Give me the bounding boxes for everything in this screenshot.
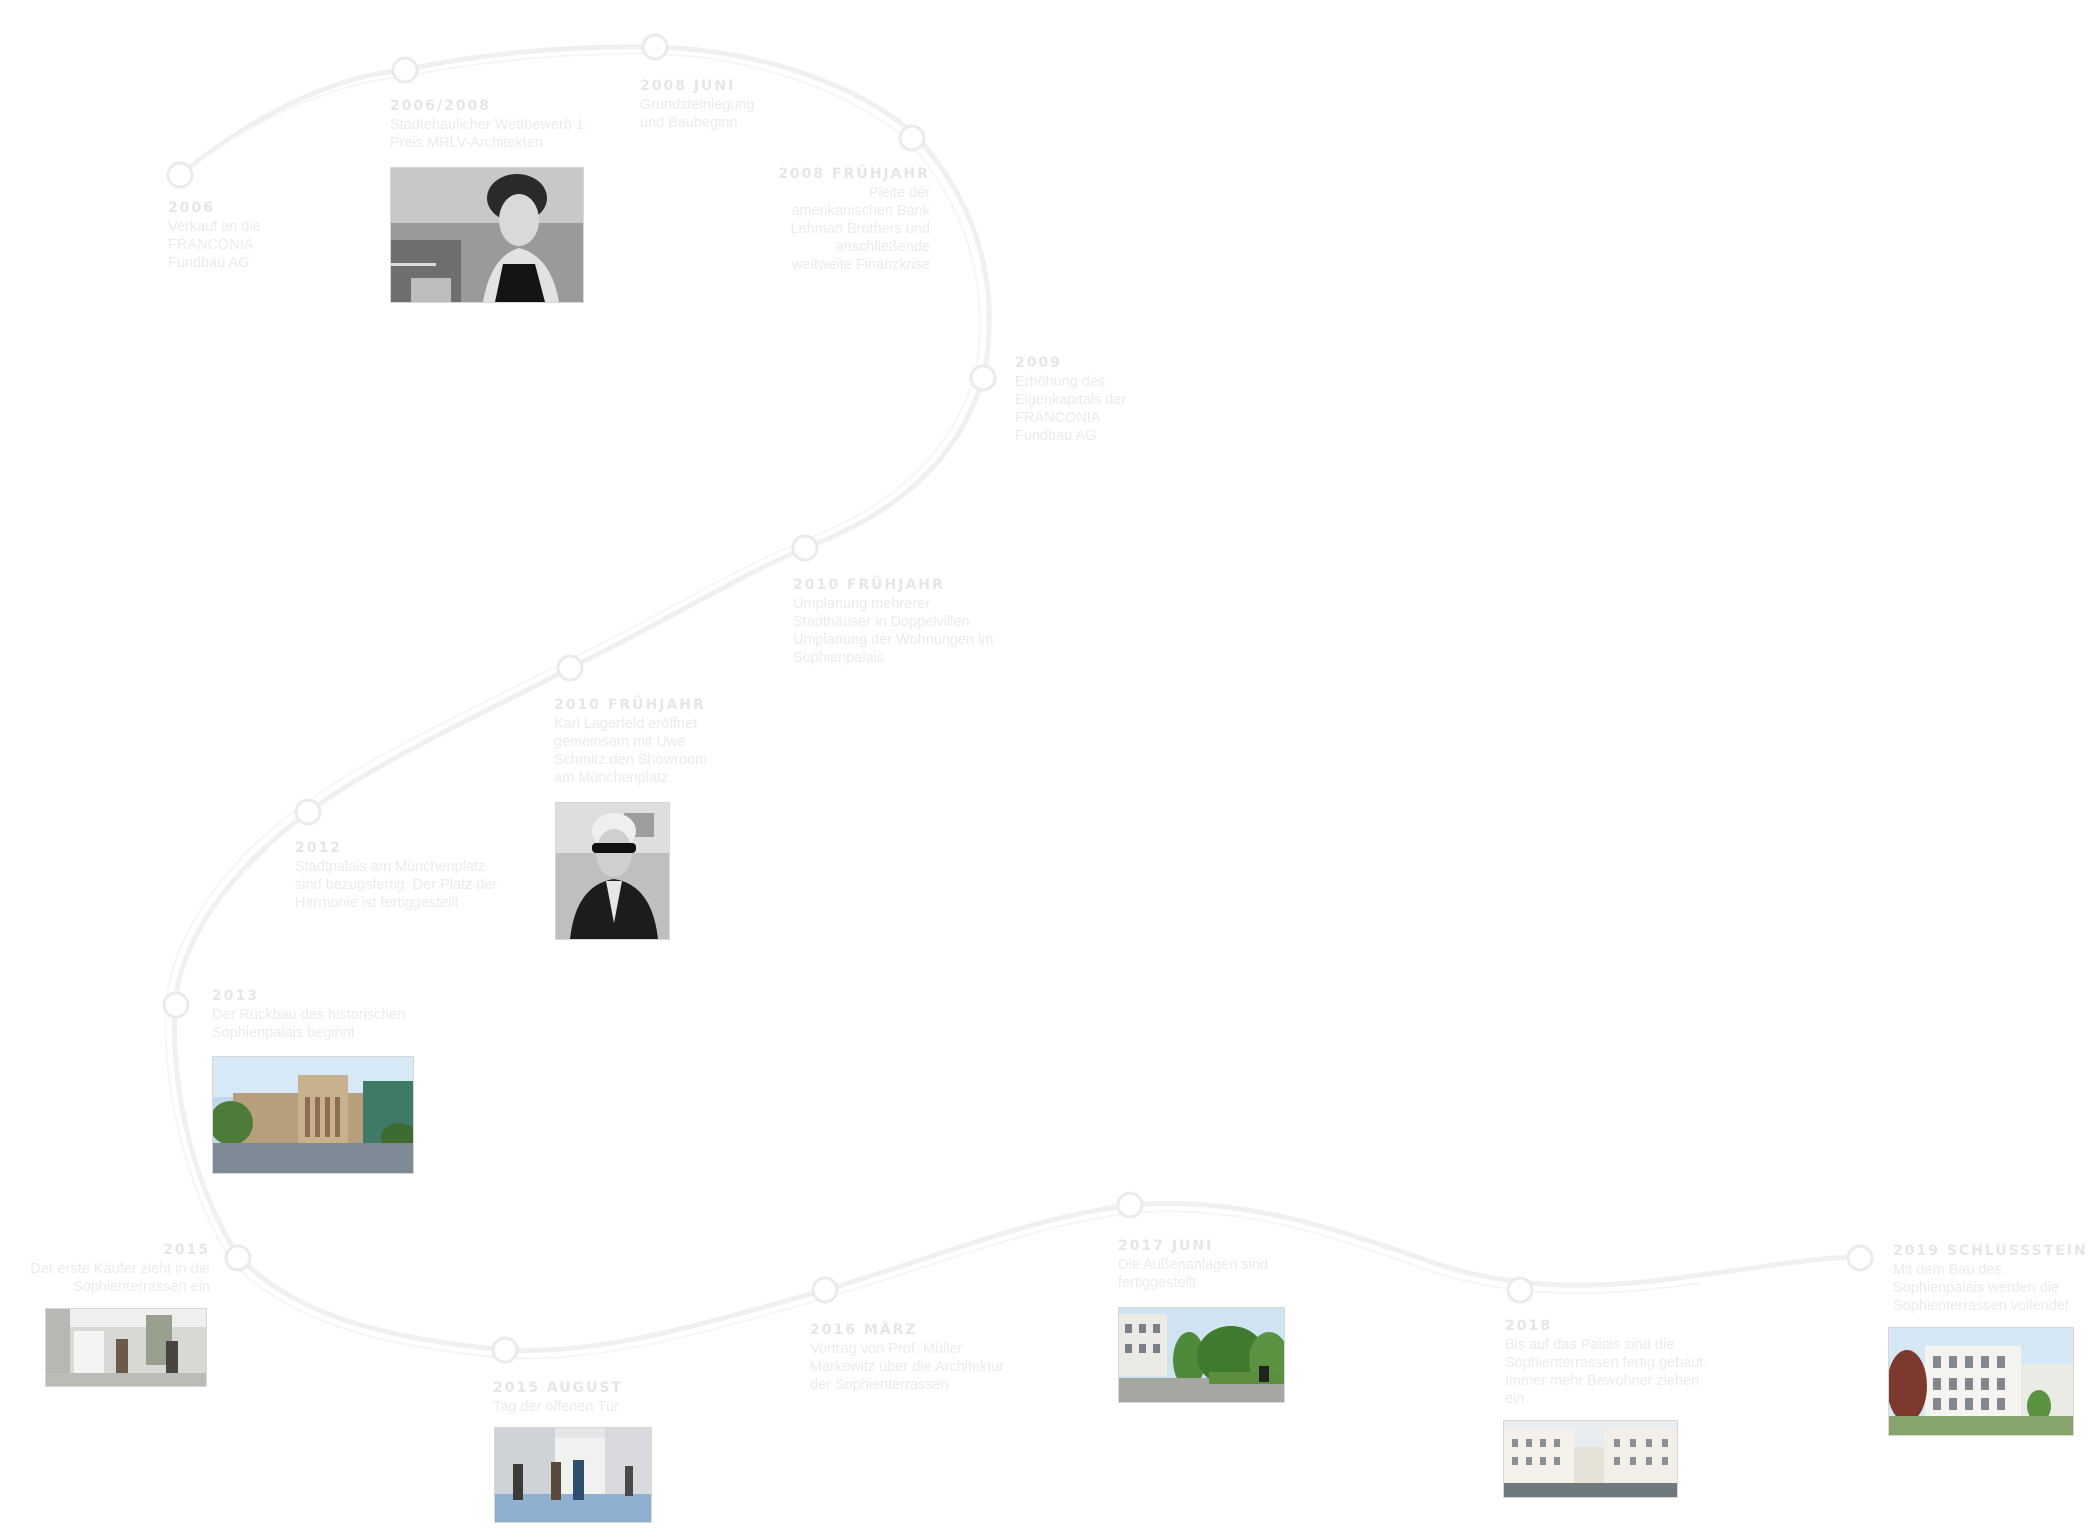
milestone-year: 2017 Juni: [1118, 1238, 1214, 1254]
timeline-node[interactable]: [391, 56, 419, 84]
photo-terraces-built[interactable]: [1503, 1420, 1678, 1498]
milestone-year: 2012: [295, 840, 342, 856]
timeline-node[interactable]: [969, 364, 997, 392]
milestone-2006-2008: 2006/2008 Städtebaulicher Wettbewerb 1. …: [390, 98, 600, 152]
milestone-text: Tag der offenen Tür: [493, 1399, 620, 1415]
timeline-node[interactable]: [898, 124, 926, 152]
milestone-2010-umplanung: 2010 Frühjahr Umplanung mehrerer Stadthä…: [793, 577, 998, 667]
milestone-year: 2018: [1505, 1318, 1552, 1334]
milestone-year: 2015: [163, 1242, 210, 1258]
timeline-node[interactable]: [791, 534, 819, 562]
milestone-year: 2015 August: [493, 1380, 624, 1396]
milestone-2010-lagerfeld: 2010 Frühjahr Karl Lagerfeld eröffnet ge…: [554, 697, 724, 787]
timeline-node[interactable]: [1116, 1191, 1144, 1219]
milestone-year: 2006/2008: [390, 98, 492, 114]
milestone-2008-fruehjahr: 2008 Frühjahr Pleite der amerikanischen …: [775, 166, 930, 274]
milestone-text: Erhöhung des Eigenkapitals der FRANCONIA…: [1015, 374, 1127, 444]
milestone-2019: 2019 Schlussstein Mit dem Bau des Sophie…: [1893, 1243, 2093, 1315]
milestone-2018: 2018 Bis auf das Palais sind die Sophien…: [1505, 1318, 1710, 1408]
milestone-text: Umplanung mehrerer Stadthäuser in Doppel…: [793, 596, 994, 666]
milestone-text: Bis auf das Palais sind die Sophienterra…: [1505, 1337, 1708, 1407]
milestone-year: 2010 Frühjahr: [554, 697, 706, 713]
milestone-text: Grundsteinlegung und Baubeginn: [640, 97, 755, 131]
timeline-node[interactable]: [1506, 1276, 1534, 1304]
milestone-year: 2019 Schlussstein: [1893, 1243, 2088, 1259]
timeline-node[interactable]: [294, 798, 322, 826]
milestone-year: 2006: [168, 200, 215, 216]
milestone-text: Städtebaulicher Wettbewerb 1. Preis MRLV…: [390, 117, 589, 151]
milestone-year: 2013: [212, 988, 259, 1004]
milestone-year: 2008 Juni: [640, 78, 736, 94]
milestone-2009: 2009 Erhöhung des Eigenkapitals der FRAN…: [1015, 355, 1145, 445]
milestone-year: 2008 Frühjahr: [778, 166, 930, 182]
timeline-node[interactable]: [641, 33, 669, 61]
timeline-node[interactable]: [224, 1244, 252, 1272]
photo-portrait-lagerfeld[interactable]: [555, 802, 670, 940]
milestone-2012: 2012 Stadtpalais am Münchenplatz sind be…: [295, 840, 510, 912]
milestone-text: Stadtpalais am Münchenplatz sind bezugsf…: [295, 859, 498, 911]
milestone-text: Vortrag von Prof. Müller Markewitz über …: [810, 1341, 1005, 1393]
milestone-year: 2009: [1015, 355, 1062, 371]
timeline-line-shadow: [164, 52, 1701, 1360]
milestone-year: 2016 März: [810, 1322, 918, 1338]
milestone-2015-august: 2015 August Tag der offenen Tür: [493, 1380, 663, 1416]
photo-historic-palais[interactable]: [212, 1056, 414, 1174]
timeline-node[interactable]: [556, 654, 584, 682]
milestone-text: Verkauf an die FRANCONIA Fundbau AG: [168, 219, 261, 271]
photo-palais-final[interactable]: [1888, 1327, 2074, 1436]
photo-outdoor-grounds[interactable]: [1118, 1307, 1285, 1403]
timeline-node[interactable]: [166, 161, 194, 189]
milestone-text: Die Außenanlagen sind fertiggestellt: [1118, 1257, 1268, 1291]
milestone-year: 2010 Frühjahr: [793, 577, 945, 593]
milestone-text: Pleite der amerikanischen Bank Lehman Br…: [790, 185, 930, 273]
photo-portrait-woman[interactable]: [390, 167, 584, 303]
milestone-2006: 2006 Verkauf an die FRANCONIA Fundbau AG: [168, 200, 278, 272]
timeline-node[interactable]: [491, 1336, 519, 1364]
milestone-text: Der erste Käufer zieht in die Sophienter…: [30, 1261, 210, 1295]
timeline-node[interactable]: [1846, 1244, 1874, 1272]
milestone-2013: 2013 Der Rückbau des historischen Sophie…: [212, 988, 432, 1042]
timeline-line: [171, 44, 1861, 1354]
milestone-text: Karl Lagerfeld eröffnet gemeinsam mit Uw…: [554, 716, 708, 786]
milestone-2017: 2017 Juni Die Außenanlagen sind fertigge…: [1118, 1238, 1293, 1292]
timeline-node[interactable]: [162, 991, 190, 1019]
timeline-node[interactable]: [811, 1276, 839, 1304]
milestone-2008-juni: 2008 Juni Grundsteinlegung und Baubeginn: [640, 78, 770, 132]
milestone-2015: 2015 Der erste Käufer zieht in die Sophi…: [20, 1242, 210, 1296]
milestone-text: Der Rückbau des historischen Sophienpala…: [212, 1007, 406, 1041]
photo-open-house[interactable]: [494, 1427, 652, 1523]
milestone-2016: 2016 März Vortrag von Prof. Müller Marke…: [810, 1322, 1010, 1394]
photo-first-buyer[interactable]: [45, 1308, 207, 1387]
milestone-text: Mit dem Bau des Sophienpalais werden die…: [1893, 1262, 2069, 1314]
